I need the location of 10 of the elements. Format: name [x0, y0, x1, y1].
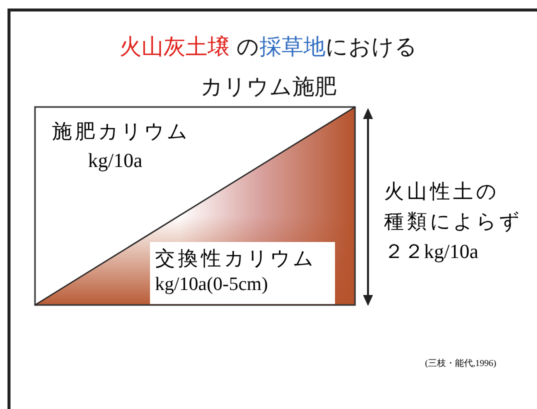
label-box	[150, 242, 335, 304]
source-citation: (三枝・能代,1996)	[425, 357, 496, 370]
side-note: 種類によらず	[384, 210, 522, 235]
side-note: 火山性土の	[384, 180, 499, 205]
title: 火山灰土壌 の採草地におけるカリウム施肥	[118, 34, 418, 102]
region-label: 施肥カリウム	[52, 120, 190, 145]
side-note: ２２kg/10a	[384, 240, 478, 265]
region-label: 交換性カリウム	[155, 247, 316, 272]
unit-label: kg/10a	[88, 150, 142, 173]
unit-label: kg/10a(0-5cm)	[155, 274, 268, 296]
